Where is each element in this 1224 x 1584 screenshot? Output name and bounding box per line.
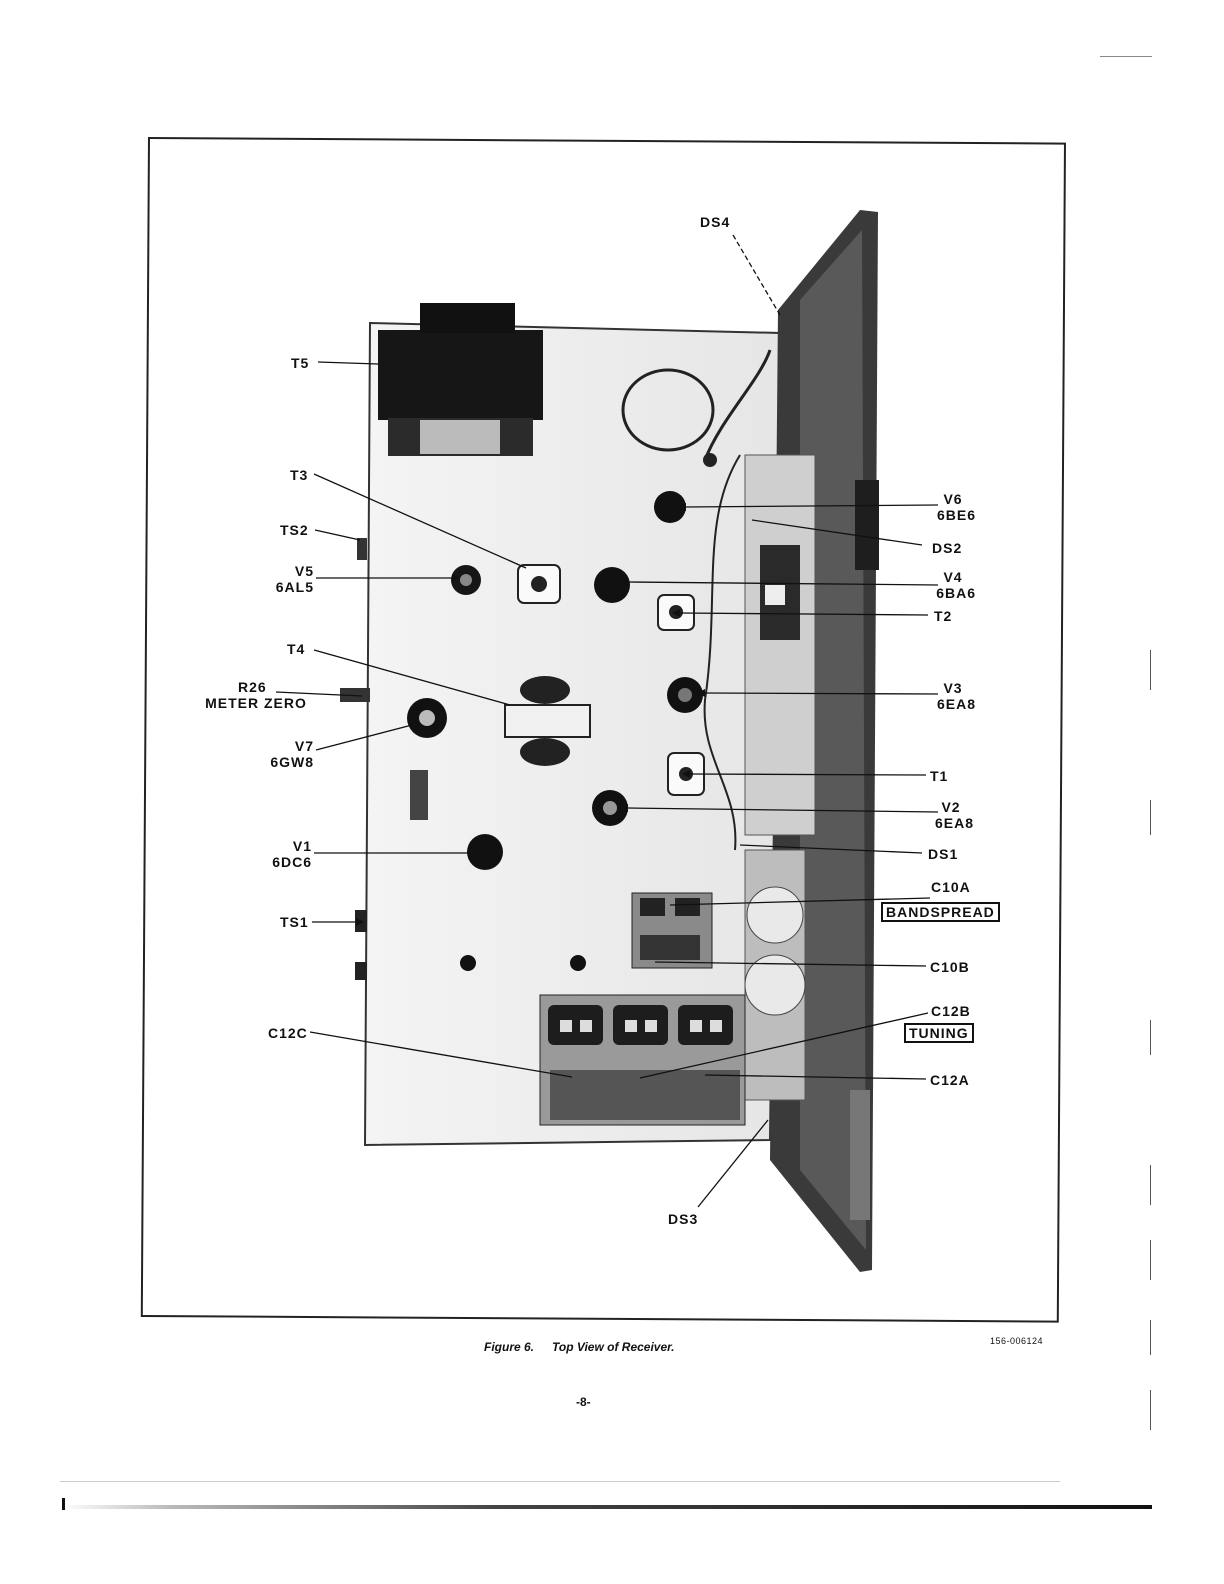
- figure-title: Top View of Receiver.: [552, 1340, 674, 1354]
- label-v1-type: 6DC6: [268, 854, 312, 870]
- leader-ds4: [733, 235, 780, 315]
- edge-mark: [1150, 1390, 1151, 1430]
- figure-number: Figure 6.: [484, 1340, 534, 1354]
- label-t5: T5: [291, 355, 309, 371]
- label-v7-id: V7: [268, 738, 314, 754]
- label-ds4: DS4: [700, 214, 730, 230]
- label-v3: V3 6EA8: [930, 680, 976, 712]
- label-ts1: TS1: [280, 914, 309, 930]
- leader-ts2: [315, 530, 360, 540]
- scan-line: [60, 1481, 1060, 1482]
- label-v6: V6 6BE6: [930, 491, 976, 523]
- label-c12c: C12C: [268, 1025, 308, 1041]
- label-r26: R26 METER ZERO: [202, 679, 310, 711]
- label-c10a: C10A: [931, 879, 971, 895]
- label-c12b: C12B: [931, 1003, 971, 1019]
- label-ds1: DS1: [928, 846, 958, 862]
- label-t4: T4: [287, 641, 305, 657]
- label-v4-id: V4: [930, 569, 976, 585]
- label-v1: V1 6DC6: [268, 838, 312, 870]
- label-c12a: C12A: [930, 1072, 970, 1088]
- label-v2-id: V2: [928, 799, 974, 815]
- label-v7: V7 6GW8: [268, 738, 314, 770]
- label-t3: T3: [290, 467, 308, 483]
- edge-mark: [1150, 1165, 1151, 1205]
- label-v5-type: 6AL5: [270, 579, 314, 595]
- label-bandspread: BANDSPREAD: [881, 902, 1000, 922]
- label-v5-id: V5: [270, 563, 314, 579]
- page-number: -8-: [576, 1395, 591, 1409]
- t5-transformer: [378, 330, 543, 420]
- edge-mark: [1150, 800, 1151, 835]
- label-v4: V4 6BA6: [930, 569, 976, 601]
- label-t1: T1: [930, 768, 948, 784]
- label-t2: T2: [934, 608, 952, 624]
- edge-mark: [1150, 1020, 1151, 1055]
- label-v6-id: V6: [930, 491, 976, 507]
- edge-mark: [1150, 1240, 1151, 1280]
- label-v6-type: 6BE6: [930, 507, 976, 523]
- label-c10b: C10B: [930, 959, 970, 975]
- bottom-rule: [60, 1505, 1152, 1509]
- label-v2: V2 6EA8: [928, 799, 974, 831]
- label-ts2: TS2: [280, 522, 309, 538]
- v4-tube: [594, 567, 630, 603]
- label-v5: V5 6AL5: [270, 563, 314, 595]
- label-v1-id: V1: [268, 838, 312, 854]
- label-v2-type: 6EA8: [928, 815, 974, 831]
- edge-mark: [1150, 1320, 1151, 1355]
- edge-mark: [1150, 650, 1151, 690]
- figure-caption: Figure 6. Top View of Receiver.: [484, 1340, 675, 1354]
- label-ds3: DS3: [668, 1211, 698, 1227]
- document-number: 156-006124: [990, 1336, 1043, 1346]
- label-r26-id: R26: [202, 679, 310, 695]
- label-v4-type: 6BA6: [930, 585, 976, 601]
- margin-mark: [62, 1498, 65, 1510]
- label-r26-name: METER ZERO: [202, 695, 310, 711]
- t4-transformer: [505, 705, 590, 737]
- label-ds2: DS2: [932, 540, 962, 556]
- label-v7-type: 6GW8: [268, 754, 314, 770]
- label-v3-type: 6EA8: [930, 696, 976, 712]
- label-tuning: TUNING: [904, 1023, 974, 1043]
- label-v3-id: V3: [930, 680, 976, 696]
